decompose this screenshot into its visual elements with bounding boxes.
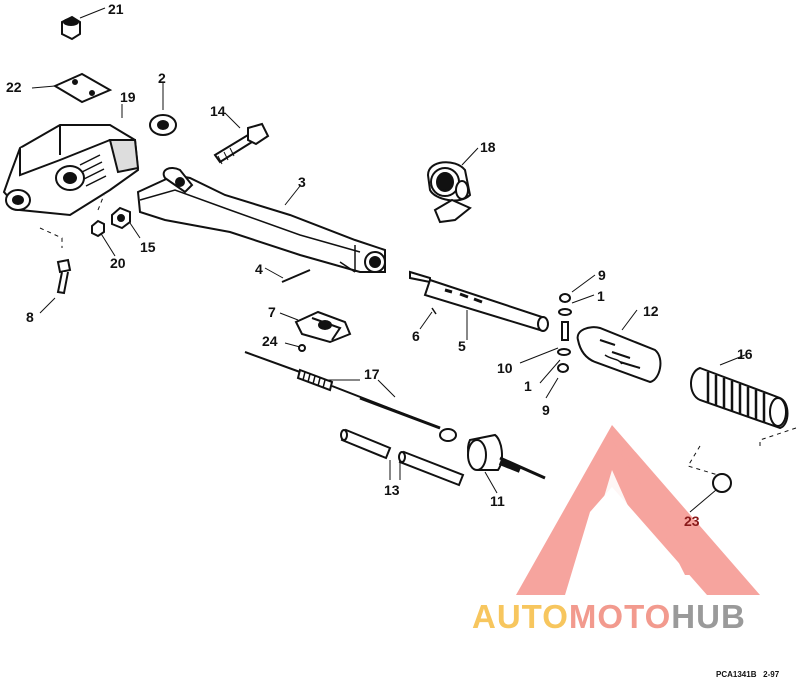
part-8-bolt (56, 258, 72, 295)
part-20-nut (91, 219, 105, 238)
part-15-nut (111, 206, 131, 230)
watermark-hub: HUB (671, 598, 746, 635)
watermark-auto: AUTO (472, 598, 569, 635)
part-1-upper-washer (558, 308, 572, 316)
part-11-barrel (467, 433, 546, 480)
callout-12: 12 (643, 303, 659, 319)
part-19-bracket (2, 124, 140, 217)
part-1-lower-washer (557, 348, 571, 356)
callout-6: 6 (412, 328, 420, 344)
part-13-tubes (340, 428, 465, 487)
watermark-moto: MOTO (568, 598, 672, 635)
part-4-pin (281, 269, 311, 283)
callout-5: 5 (458, 338, 466, 354)
callout-13: 13 (384, 482, 400, 498)
callout-11: 11 (490, 493, 505, 509)
part-18-collar (426, 161, 472, 224)
callout-16: 16 (737, 346, 753, 362)
part-16-grip (690, 366, 789, 430)
part-9-lower-nut (557, 363, 569, 373)
watermark-text: AUTOMOTOHUB (472, 598, 746, 636)
part-14-bolt (213, 122, 270, 165)
part-12-grip-housing (576, 326, 662, 384)
callout-9-lower: 9 (542, 402, 550, 418)
part-5-shaft (409, 270, 549, 332)
dashed-assembly-lines (39, 194, 797, 479)
callout-18: 18 (480, 139, 496, 155)
part-2-washer (149, 114, 177, 136)
callout-20: 20 (110, 255, 126, 271)
part-7-bracket (294, 310, 352, 344)
callout-17: 17 (364, 366, 380, 382)
callout-2: 2 (158, 70, 166, 86)
part-6-pin (431, 307, 437, 315)
reference-code: PCA1341B 2-97 (716, 670, 780, 679)
callout-8: 8 (26, 309, 34, 325)
callout-24: 24 (262, 333, 278, 349)
part-23-cap (712, 473, 732, 493)
callout-14: 14 (210, 103, 226, 119)
callout-1-lower: 1 (524, 378, 532, 394)
callout-3: 3 (298, 174, 306, 190)
callout-15: 15 (140, 239, 156, 255)
callout-23: 23 (684, 513, 700, 529)
watermark-triangle (516, 425, 760, 595)
part-17-cable (244, 351, 457, 442)
callout-19: 19 (120, 89, 136, 105)
callout-1-upper: 1 (597, 288, 605, 304)
part-9-upper-nut (559, 293, 571, 303)
part-24-screw (298, 344, 306, 352)
callout-22: 22 (6, 79, 22, 95)
leader-lines (31, 7, 746, 513)
callout-9-upper: 9 (598, 267, 606, 283)
part-10-screw (561, 321, 569, 341)
part-21-nut (61, 15, 81, 41)
part-22-plate (52, 72, 113, 104)
callout-10: 10 (497, 360, 513, 376)
callout-4: 4 (255, 261, 263, 277)
callout-21: 21 (108, 1, 124, 17)
callout-7: 7 (268, 304, 276, 320)
part-3-tiller-arm (136, 167, 386, 273)
